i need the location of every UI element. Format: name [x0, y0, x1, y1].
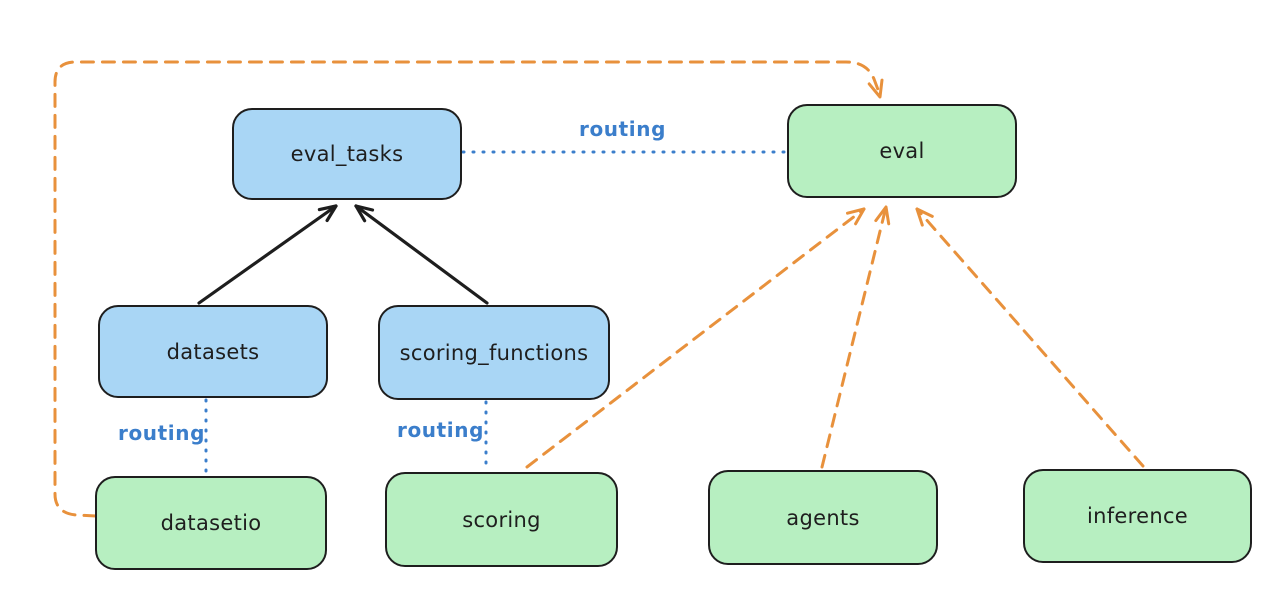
edge-scoring-to-eval [525, 207, 866, 469]
node-scoring-functions: scoring_functions [378, 305, 610, 400]
edge-label-routing-datasets-datasetio: routing [118, 421, 206, 445]
node-inference: inference [1023, 469, 1252, 563]
arrowhead-datasetio-to-eval [867, 78, 884, 99]
arrowhead-inference-to-eval [915, 207, 934, 227]
arrowhead-scoring-functions-to-eval-tasks [354, 204, 375, 223]
node-eval-tasks: eval_tasks [232, 108, 462, 200]
edge-datasets-to-eval-tasks [197, 204, 338, 305]
edge-label-routing-scoring-functions-scoring: routing [397, 418, 485, 442]
node-datasetio: datasetio [95, 476, 327, 570]
node-datasets: datasets [98, 305, 328, 398]
node-agents: agents [708, 470, 938, 565]
node-scoring: scoring [385, 472, 618, 567]
edge-datasetio-to-eval [53, 60, 882, 518]
edge-label-routing-eval-tasks-eval: routing [579, 117, 667, 141]
arrowhead-agents-to-eval [874, 205, 891, 226]
edge-scoring-functions-to-eval-tasks [354, 204, 489, 305]
node-eval: eval [787, 104, 1017, 198]
arrowhead-datasets-to-eval-tasks [317, 204, 338, 223]
edge-agents-to-eval [820, 205, 888, 469]
arrowhead-scoring-to-eval [846, 207, 866, 226]
edge-inference-to-eval [915, 207, 1145, 468]
